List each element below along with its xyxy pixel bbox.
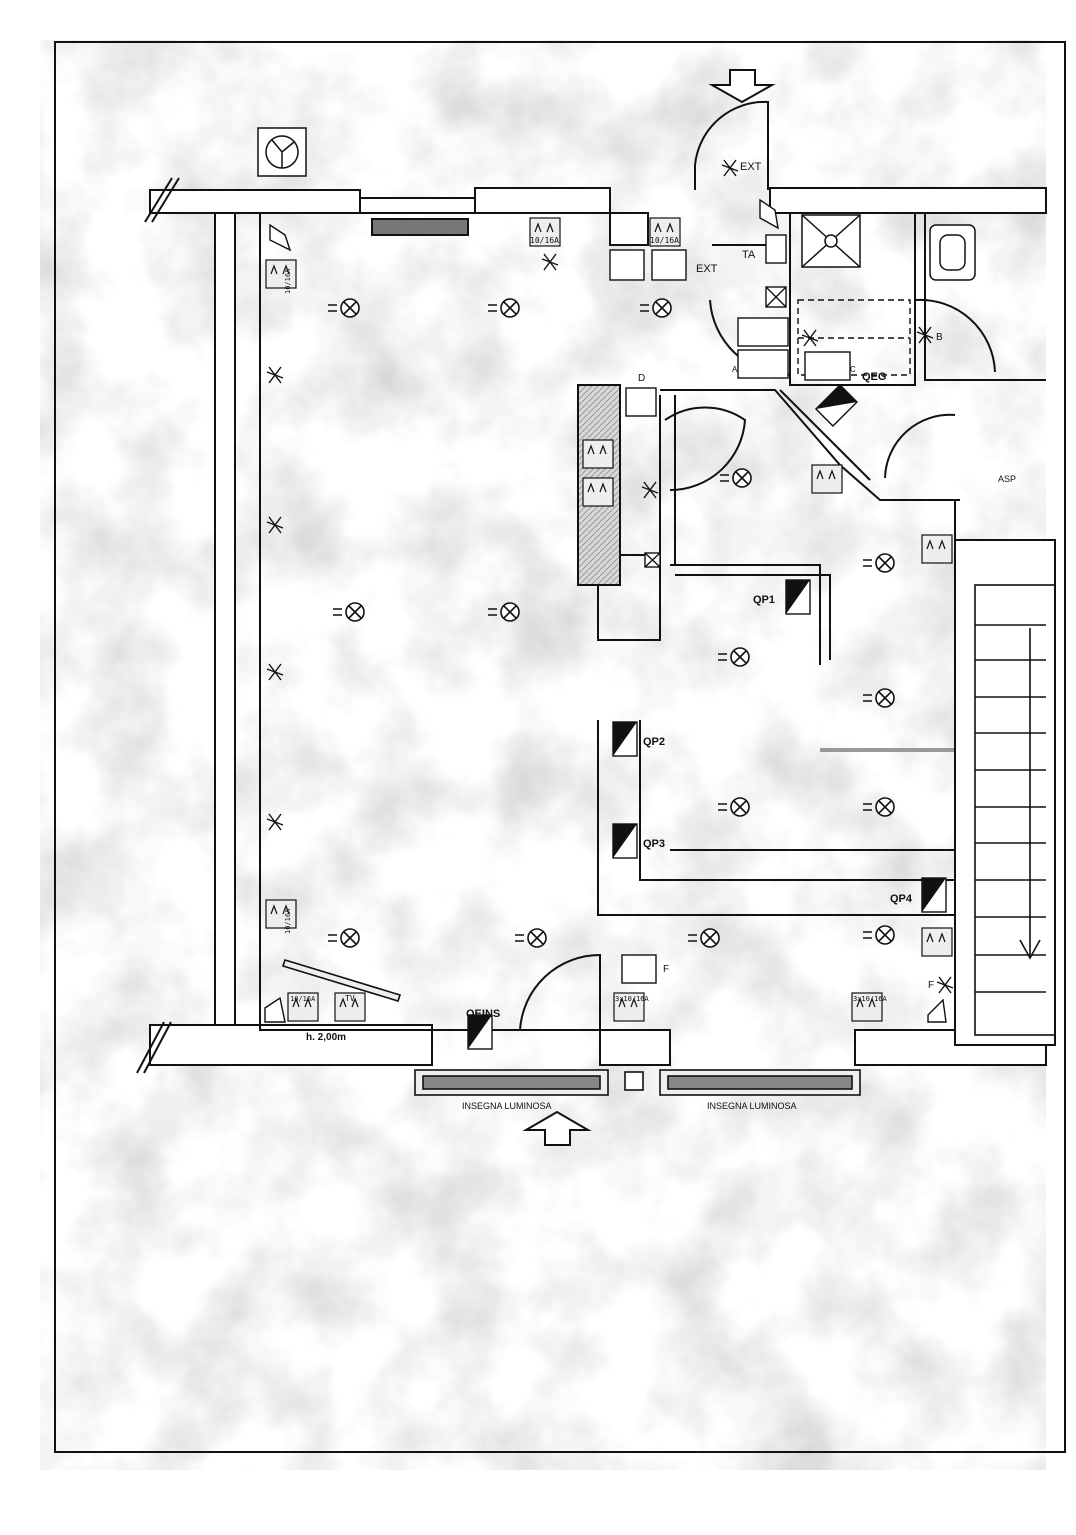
switch-b-label: B	[936, 332, 943, 343]
qeins-label: QEINS	[466, 1008, 500, 1020]
switch-f-label: F	[663, 964, 669, 975]
qp3-label: QP3	[643, 838, 665, 850]
sign-left-label: INSEGNA LUMINOSA	[462, 1101, 552, 1111]
socket-c-label: 10/16A	[284, 268, 292, 294]
diagonal-element	[281, 959, 402, 1002]
shower-fixture	[801, 214, 861, 268]
switch-f2-label: F	[928, 980, 934, 991]
asp-label: ASP	[998, 474, 1016, 484]
entry-arrow-bottom	[522, 1110, 592, 1146]
qp4-label: QP4	[890, 893, 913, 905]
sink-fixture	[929, 224, 976, 281]
interior-doors	[519, 298, 996, 1031]
labels: EXT EXT TA 10/16A 10/16A 10/16A 10/16A 1…	[284, 161, 1016, 1111]
tv-label: TV	[345, 994, 355, 1003]
break-marks	[136, 177, 180, 1074]
switch-c-label: C	[850, 365, 856, 374]
switch-d-label: D	[638, 373, 645, 384]
sign-right-label: INSEGNA LUMINOSA	[707, 1101, 797, 1111]
socket-3x-left-label: 3x10/16A	[615, 995, 650, 1003]
ext-top-label: EXT	[740, 161, 762, 173]
qp2-label: QP2	[643, 736, 665, 748]
socket-d-label: 10/16A	[284, 908, 292, 934]
qeg-label: QEG	[862, 371, 886, 383]
staircase	[974, 584, 1056, 1036]
ta-label: TA	[742, 249, 756, 261]
illuminated-signs	[414, 1069, 861, 1096]
top-door	[694, 100, 770, 246]
ext-side-label: EXT	[696, 263, 718, 275]
switches	[609, 234, 851, 984]
speaker-icons	[264, 198, 947, 1023]
socket-a-label: 10/16A	[530, 236, 559, 245]
drawing-frame	[54, 41, 1066, 1453]
vent-fan-icon	[257, 127, 307, 177]
qp1-label: QP1	[753, 594, 775, 606]
height-note: h. 2,00m	[306, 1032, 346, 1043]
stain-texture	[40, 40, 1046, 1470]
entry-arrow-top	[708, 69, 776, 104]
dashed-circuit	[797, 299, 911, 376]
socket-b-label: 10/16A	[650, 236, 679, 245]
socket-e-label: 10/16A	[290, 995, 316, 1003]
switch-a-label: A	[732, 365, 738, 374]
socket-3x-right-label: 3x10/16A	[853, 995, 888, 1003]
